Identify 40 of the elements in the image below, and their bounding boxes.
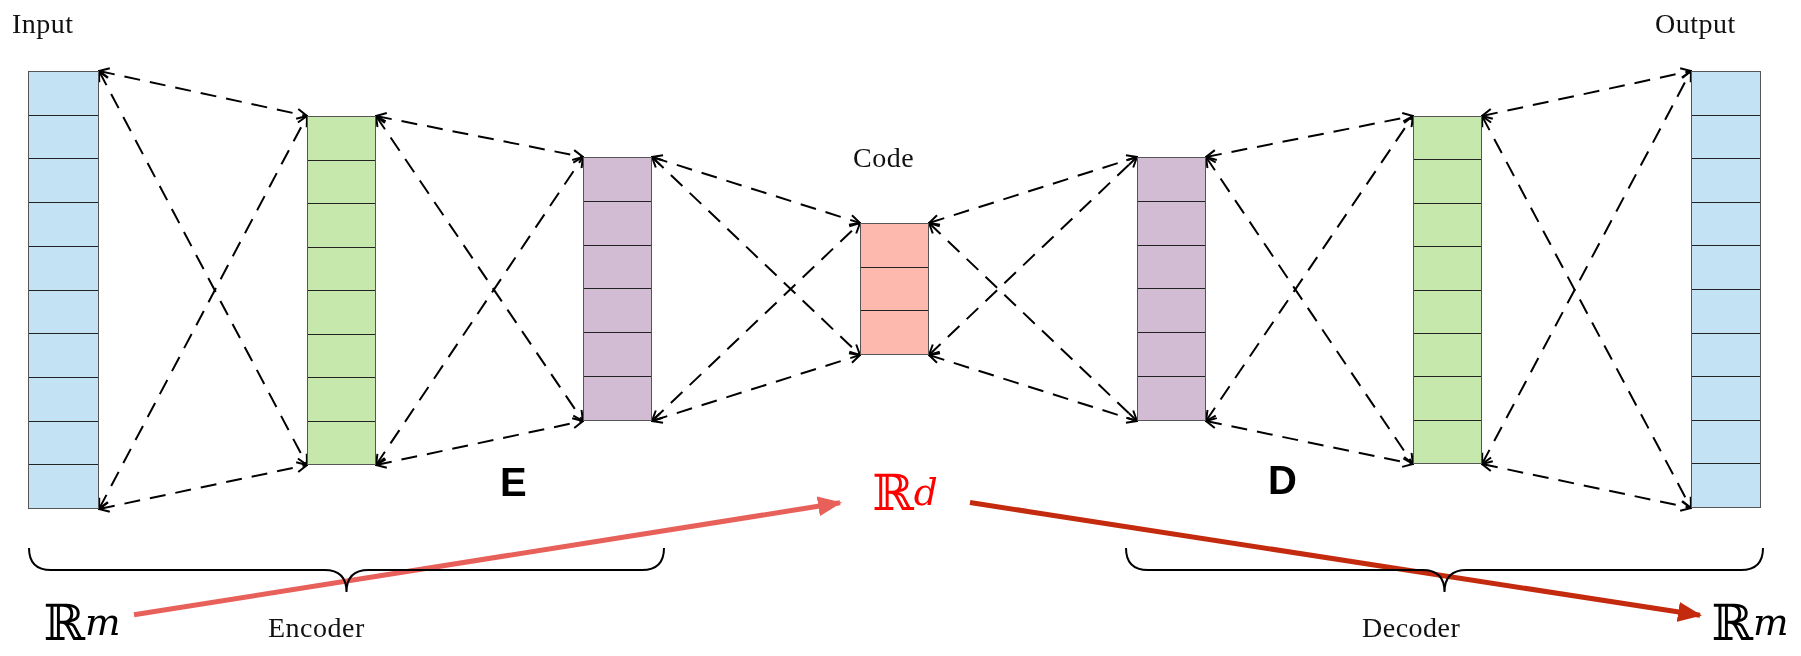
dashed-connection — [1481, 67, 1692, 120]
dashed-connection — [651, 156, 861, 356]
decoder-letter: D — [1268, 458, 1297, 503]
layer-bar — [583, 157, 652, 421]
dashed-connection — [1205, 417, 1414, 468]
dashed-connection — [375, 115, 584, 422]
dashed-connection — [98, 461, 308, 513]
arrow — [969, 500, 1702, 622]
dashed-connection — [1205, 156, 1414, 465]
dashed-connection — [1205, 115, 1414, 422]
dashed-connection — [98, 67, 308, 120]
dashed-connection — [1205, 112, 1414, 161]
layer-bar — [1691, 71, 1761, 508]
dashed-connection — [651, 154, 861, 226]
layer-label: Output — [1655, 8, 1736, 40]
layer-bar — [860, 223, 929, 355]
dashed-connection — [651, 352, 861, 424]
dashed-connection — [1481, 115, 1692, 509]
dashed-connection — [98, 70, 308, 466]
layer-label: Input — [12, 8, 74, 40]
dashed-connection — [928, 352, 1138, 424]
dashed-connection — [1481, 70, 1692, 465]
dashed-connection — [928, 222, 1138, 422]
section-label: Decoder — [1362, 612, 1461, 644]
dashed-connection — [1481, 460, 1692, 512]
dashed-connection — [98, 115, 308, 510]
layer-label: Code — [853, 142, 915, 174]
dashed-connection — [928, 154, 1138, 226]
arrow — [133, 496, 842, 618]
layer-bar — [1413, 116, 1482, 464]
dashed-connection — [375, 417, 584, 469]
dashed-connection — [375, 112, 584, 161]
dashed-connection — [651, 222, 861, 422]
dashed-connection — [928, 156, 1138, 356]
dashed-connection — [375, 156, 584, 466]
layer-bar — [28, 71, 99, 509]
layer-bar — [1137, 157, 1206, 421]
encoder-letter: E — [500, 460, 527, 505]
layer-bar — [307, 116, 376, 465]
section-label: Encoder — [268, 612, 365, 644]
